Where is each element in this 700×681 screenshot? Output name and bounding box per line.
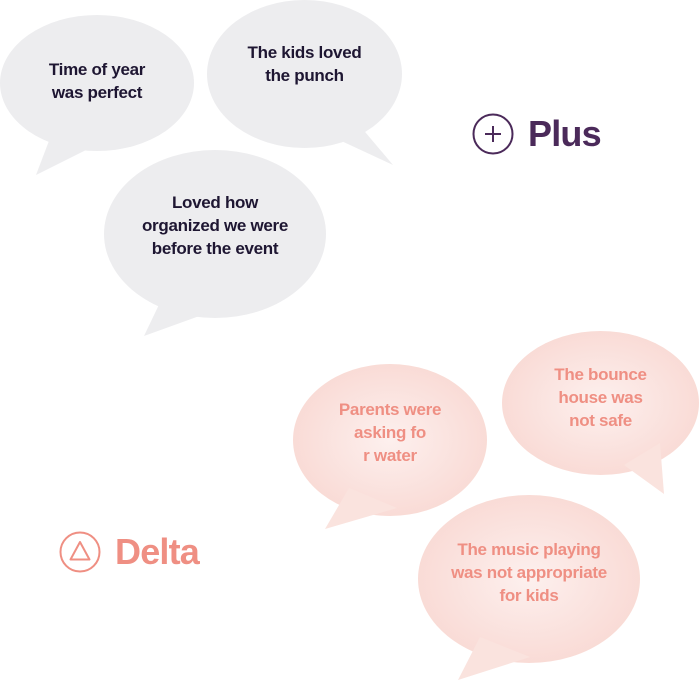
plus-circle-icon (472, 113, 514, 155)
speech-bubble-shape (104, 150, 326, 336)
delta-label: Delta (115, 531, 200, 572)
speech-bubble-shape (502, 331, 699, 494)
speech-bubble-shape (207, 0, 402, 165)
speech-bubble-shape (293, 364, 487, 529)
plus-label: Plus (528, 113, 602, 154)
triangle-circle-icon (59, 531, 101, 573)
plus-legend: Plus (472, 113, 602, 155)
speech-bubble-shape (0, 15, 194, 175)
delta-legend: Delta (59, 531, 200, 573)
speech-bubble-shape (418, 495, 640, 680)
